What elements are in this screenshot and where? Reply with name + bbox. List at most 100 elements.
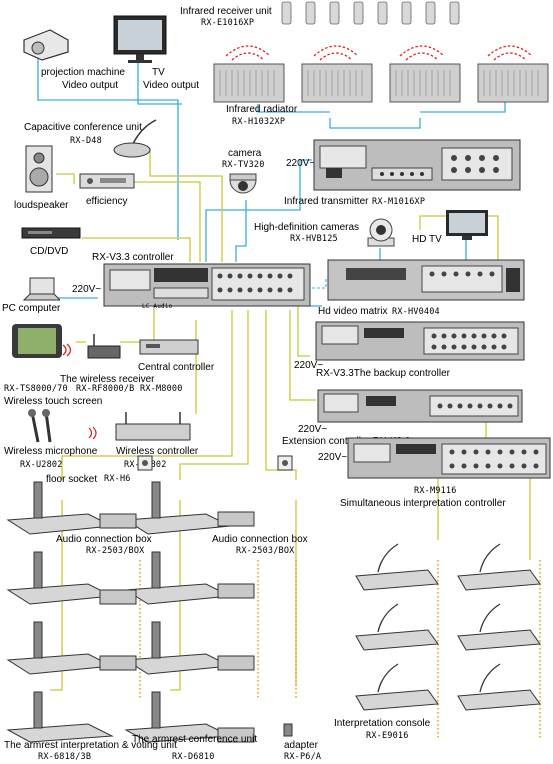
ir-transmitter-device (313, 139, 521, 191)
unit-row-3 (6, 621, 255, 675)
wire-ctrl-down-b (179, 310, 249, 480)
efficiency-label: efficiency (86, 196, 128, 207)
ir-radiators (213, 45, 549, 103)
backup-controller-device (315, 321, 525, 361)
wire-radiator-c (420, 100, 506, 113)
m9116-code: RX-M9116 (414, 486, 457, 496)
laptop-icon (22, 277, 60, 301)
interp-console-code: RX-E9016 (366, 731, 409, 741)
hd-cameras-code: RX-HVB125 (290, 234, 338, 244)
wire-cddvd (82, 237, 191, 262)
ir-transmitter-voltage: 220V~ (286, 158, 316, 169)
central-controller-icon (139, 339, 199, 355)
audio-box-left-code: RX-2503/BOX (86, 546, 145, 556)
floor-socket-icon (137, 455, 153, 471)
touch-screen-icon (12, 324, 62, 358)
wireless-controller-icon (115, 412, 191, 441)
m9116-device (347, 437, 551, 479)
ir-transmitter-title: Infrared transmitter (284, 196, 369, 207)
audio-box-right-code: RX-2503/BOX (236, 546, 295, 556)
adapter-icon (283, 723, 293, 737)
amplifier-icon (79, 173, 135, 189)
controller-voltage: 220V~ (72, 284, 102, 295)
backup-voltage: 220V~ (294, 360, 324, 371)
wire-camera (235, 200, 247, 262)
wire-loudspeaker (56, 173, 75, 184)
hdtv-icon (446, 210, 488, 240)
wire-col-mid (170, 500, 181, 691)
wireless-receiver-icon (87, 334, 121, 359)
extension-controller-label: Extension controller RX-K3.0 (282, 436, 411, 447)
wire-efficiency (130, 181, 201, 262)
unit-row-1 (6, 481, 255, 535)
code-rf8000: RX-RF8000/B (76, 384, 135, 394)
camera-title: camera (228, 148, 262, 159)
unit-row-2 (6, 551, 255, 605)
pc-label: PC computer (2, 303, 61, 314)
wire-radiator-a (257, 104, 330, 113)
projector-sub: Video output (62, 80, 118, 91)
projector-title: projection machine (41, 67, 125, 78)
ir-receivers (281, 1, 460, 25)
wire-ir-transmitter (205, 159, 312, 262)
ir-radiator-title: Infrared radiator (226, 104, 298, 115)
code-m8000: RX-M8000 (140, 384, 183, 394)
wire-projector (37, 58, 179, 240)
m9116-voltage: 220V~ (318, 452, 348, 463)
tv-sub: Video output (143, 80, 199, 91)
central-controller-label: Central controller (138, 362, 215, 373)
floor-socket-code: RX-H6 (104, 474, 131, 484)
cap-unit-title: Capacitive conference unit (24, 122, 142, 133)
dvd-player-icon (21, 227, 81, 239)
wireless-mic-icon (28, 409, 52, 443)
loudspeaker-label: loudspeaker (14, 200, 69, 211)
code-6818: RX-6818/3B (38, 752, 92, 762)
wireless-signal-icon (62, 343, 72, 357)
wireless-touch-label: Wireless touch screen (4, 396, 103, 407)
armrest-conf-label: The armrest conference unit (132, 734, 258, 745)
hd-matrix-device (327, 259, 525, 301)
ir-radiator-code: RX-H1032XP (232, 117, 286, 127)
unit-row-4 (6, 691, 255, 743)
floor-socket-label: floor socket (46, 474, 98, 485)
audio-box-left-label: Audio connection box (56, 534, 152, 545)
extension-controller-device (317, 389, 523, 423)
extension-voltage: 220V~ (298, 424, 328, 435)
loudspeaker-icon (25, 145, 53, 193)
dome-camera-icon (229, 173, 257, 194)
tv-icon (113, 15, 167, 63)
interp-console-label: Interpretation console (334, 718, 431, 729)
hd-matrix-title: Hd video matrix (318, 306, 388, 317)
ir-transmitter-code: RX-M1016XP (372, 197, 426, 207)
ir-receiver-title: Infrared receiver unit (180, 6, 272, 17)
wire-backup-ext (289, 310, 316, 401)
cddvd-label: CD/DVD (30, 246, 69, 257)
ptz-camera-icon (367, 218, 395, 247)
wireless-receiver-label: The wireless receiver (60, 374, 155, 385)
audio-box-right-label: Audio connection box (212, 534, 308, 545)
interpretation-consoles (355, 543, 541, 711)
ir-receiver-code: RX-E1016XP (201, 18, 255, 28)
wireless-controller-label: Wireless controller (116, 446, 199, 457)
code-p6a: RX-P6/A (284, 752, 322, 762)
hdtv-label: HD TV (412, 234, 442, 245)
wire-dashed-matrix (312, 278, 327, 289)
projector-icon (23, 29, 69, 61)
wire-col-left (50, 500, 63, 691)
armrest-interp-label: The armrest interpretation & voting unit (4, 740, 177, 751)
controller-brand: LC Audio (142, 303, 173, 310)
hd-cameras-title: High-definition cameras (254, 222, 360, 233)
hd-matrix-code: RX-HV0404 (392, 307, 440, 317)
adapter-label: adapter (284, 740, 318, 751)
tv-title: TV (152, 67, 165, 78)
v33-controller-device (103, 263, 311, 307)
backup-controller-label: RX-V3.3The backup controller (316, 368, 450, 379)
sim-controller-label: Simultaneous interpretation controller (340, 498, 506, 509)
code-ts8000: RX-TS8000/70 (4, 384, 68, 394)
code-d6810: RX-D6810 (172, 752, 215, 762)
wire-radiator-b (329, 118, 421, 129)
conference-mic-icon (113, 119, 157, 158)
cap-unit-code: RX-D48 (70, 136, 102, 146)
wire-cap-unit (149, 148, 223, 262)
